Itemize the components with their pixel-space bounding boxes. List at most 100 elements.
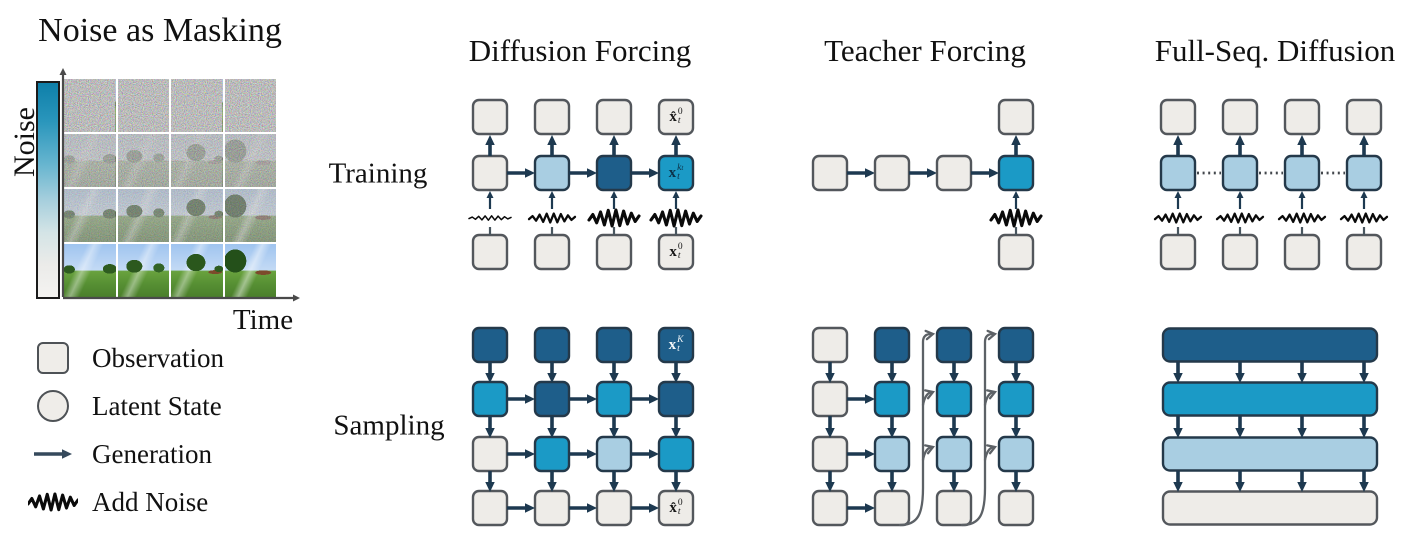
generation-arrow-head: [525, 394, 535, 404]
node-square-light: [595, 98, 633, 136]
add-noise-zigzag: [1277, 212, 1327, 224]
node-square-cyan: [471, 380, 509, 418]
generation-arrow-head: [1011, 428, 1021, 438]
generation-arrow-head: [949, 373, 959, 383]
noise-overlay: [224, 134, 276, 187]
node-square-light_blue: [873, 435, 911, 473]
noise-overlay: [64, 134, 116, 187]
feedback-arrowhead: [986, 389, 998, 400]
node-square-light: [471, 489, 509, 527]
add-noise-zigzag: [468, 215, 512, 221]
generation-arrow-head: [887, 482, 897, 492]
feedback-curve: [898, 332, 933, 527]
node-square-dark: [873, 326, 911, 364]
generation-arrow-head: [486, 191, 494, 198]
node-square-light: [533, 233, 571, 271]
feedback-arrowhead: [986, 329, 998, 341]
generation-arrow-head: [649, 503, 659, 513]
generation-arrow-head: [825, 373, 835, 383]
generation-arrow-head: [887, 428, 897, 438]
noise-overlay: [64, 79, 116, 132]
noise-overlay: [64, 189, 116, 242]
feedback-arrowhead: [924, 329, 936, 341]
landscape-image: [64, 244, 116, 297]
generation-arrow-head: [1298, 191, 1306, 198]
generation-arrow-head: [525, 168, 535, 178]
node-square-cyan: [595, 380, 633, 418]
node-square-light: [935, 154, 973, 192]
noise-cell: [117, 134, 169, 187]
generation-arrow-head: [825, 428, 835, 438]
noise-overlay: [224, 79, 276, 132]
node-square-light_blue: [935, 435, 973, 473]
landscape-image: [171, 244, 223, 297]
node-square-cyan: [657, 154, 695, 192]
noise-cell: [171, 189, 223, 242]
latent-circle-icon: [26, 390, 80, 422]
generation-arrow-head: [671, 373, 681, 383]
title-teacher-forcing: Teacher Forcing: [824, 33, 1026, 68]
node-square-light: [657, 98, 695, 136]
generation-arrow-head: [1011, 373, 1021, 383]
generation-arrow-head: [1173, 135, 1183, 145]
generation-arrow-head: [1235, 482, 1245, 492]
add-noise-icon: [26, 492, 80, 512]
feedback-arrowhead: [924, 444, 936, 455]
node-square-light_blue: [1283, 154, 1321, 192]
legend-item-add-noise: Add Noise: [26, 481, 224, 523]
bar-cyan: [1161, 381, 1379, 417]
generation-arrow-head: [672, 191, 680, 198]
generation-arrow-head: [587, 168, 597, 178]
generation-arrow-head: [671, 482, 681, 492]
generation-arrow-head: [1011, 135, 1021, 145]
node-square-light: [1221, 98, 1259, 136]
node-square-light: [811, 435, 849, 473]
node-square-light: [1345, 233, 1383, 271]
add-noise-zigzag: [1153, 212, 1203, 224]
node-square-light_blue: [533, 154, 571, 192]
generation-arrow-head: [865, 449, 875, 459]
node-square-light: [811, 326, 849, 364]
generation-arrow-head: [609, 373, 619, 383]
node-square-light: [811, 489, 849, 527]
generation-arrow-head: [1173, 428, 1183, 438]
generation-arrow-head: [485, 135, 495, 145]
generation-arrow-head: [1359, 373, 1369, 383]
noise-cell: [64, 79, 116, 132]
generation-arrow-head: [587, 503, 597, 513]
generation-arrow-head: [62, 449, 72, 459]
noise-cell: [117, 79, 169, 132]
node-square-cyan: [997, 380, 1035, 418]
feedback-arrowhead: [986, 444, 998, 455]
node-square-dark: [595, 154, 633, 192]
generation-arrow-head: [1012, 191, 1020, 198]
noise-cell: [117, 244, 169, 297]
generation-arrow-head: [587, 394, 597, 404]
add-noise-zigzag: [649, 208, 703, 228]
generation-arrow-head: [547, 482, 557, 492]
node-square-dark: [657, 380, 695, 418]
node-square-light: [657, 489, 695, 527]
noise-overlay: [171, 189, 223, 242]
noise-overlay: [117, 134, 169, 187]
generation-arrow-head: [671, 135, 681, 145]
add-noise-zigzag: [1215, 212, 1265, 224]
feedback-curve: [960, 332, 995, 527]
node-square-light: [997, 233, 1035, 271]
generation-arrow-head: [865, 394, 875, 404]
node-square-dark: [997, 326, 1035, 364]
generation-arrow-head: [525, 503, 535, 513]
generation-arrow-head: [59, 68, 67, 75]
node-square-light: [1345, 98, 1383, 136]
node-square-light: [471, 154, 509, 192]
generation-arrow-head: [649, 394, 659, 404]
generation-arrow-head: [1174, 191, 1182, 198]
generation-arrow-head: [610, 191, 618, 198]
add-noise-zigzag: [527, 212, 577, 224]
generation-arrow-head: [1236, 191, 1244, 198]
node-square-light: [997, 489, 1035, 527]
feedback-curve: [983, 445, 995, 462]
